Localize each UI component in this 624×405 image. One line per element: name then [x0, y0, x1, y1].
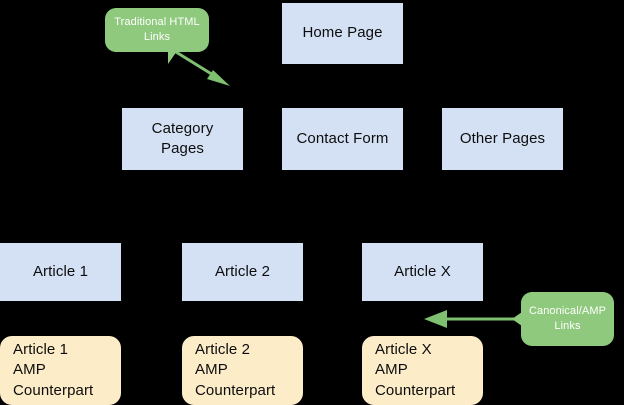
node-other-pages-label: Other Pages [459, 129, 546, 147]
node-amp-counterpart-2[interactable]: Article 2 AMP Counterpart [182, 336, 303, 405]
node-contact-form[interactable]: Contact Form [282, 108, 403, 170]
node-article-1-label: Article 1 [32, 262, 89, 280]
node-home-page[interactable]: Home Page [282, 3, 403, 64]
node-amp-counterpart-2-label: Article 2 AMP Counterpart [195, 341, 276, 399]
node-amp-counterpart-1-label: Article 1 AMP Counterpart [13, 341, 94, 399]
node-amp-counterpart-x[interactable]: Article X AMP Counterpart [362, 336, 483, 405]
callout-canonical-amp-links[interactable]: Canonical/AMP Links [521, 292, 614, 346]
node-amp-counterpart-x-label: Article X AMP Counterpart [375, 341, 456, 399]
canonical-amp-links-arrow [424, 310, 521, 328]
node-article-x-label: Article X [394, 262, 451, 280]
node-category-pages-label: Category Pages [151, 119, 214, 157]
node-home-page-label: Home Page [302, 24, 383, 42]
node-article-x[interactable]: Article X [362, 243, 483, 301]
callout-traditional-html-links-label: Traditional HTML Links [114, 16, 200, 43]
node-category-pages[interactable]: Category Pages [122, 108, 243, 170]
node-article-2[interactable]: Article 2 [182, 243, 303, 301]
callout-traditional-html-links[interactable]: Traditional HTML Links [105, 8, 209, 52]
traditional-html-links-arrow [175, 50, 230, 86]
callout-canonical-amp-links-label: Canonical/AMP Links [528, 305, 607, 332]
node-amp-counterpart-1[interactable]: Article 1 AMP Counterpart [0, 336, 121, 405]
node-other-pages[interactable]: Other Pages [442, 108, 563, 170]
node-article-2-label: Article 2 [214, 262, 271, 280]
node-article-1[interactable]: Article 1 [0, 243, 121, 301]
node-contact-form-label: Contact Form [296, 129, 389, 147]
callout-traditional-html-links-tail [168, 51, 177, 64]
